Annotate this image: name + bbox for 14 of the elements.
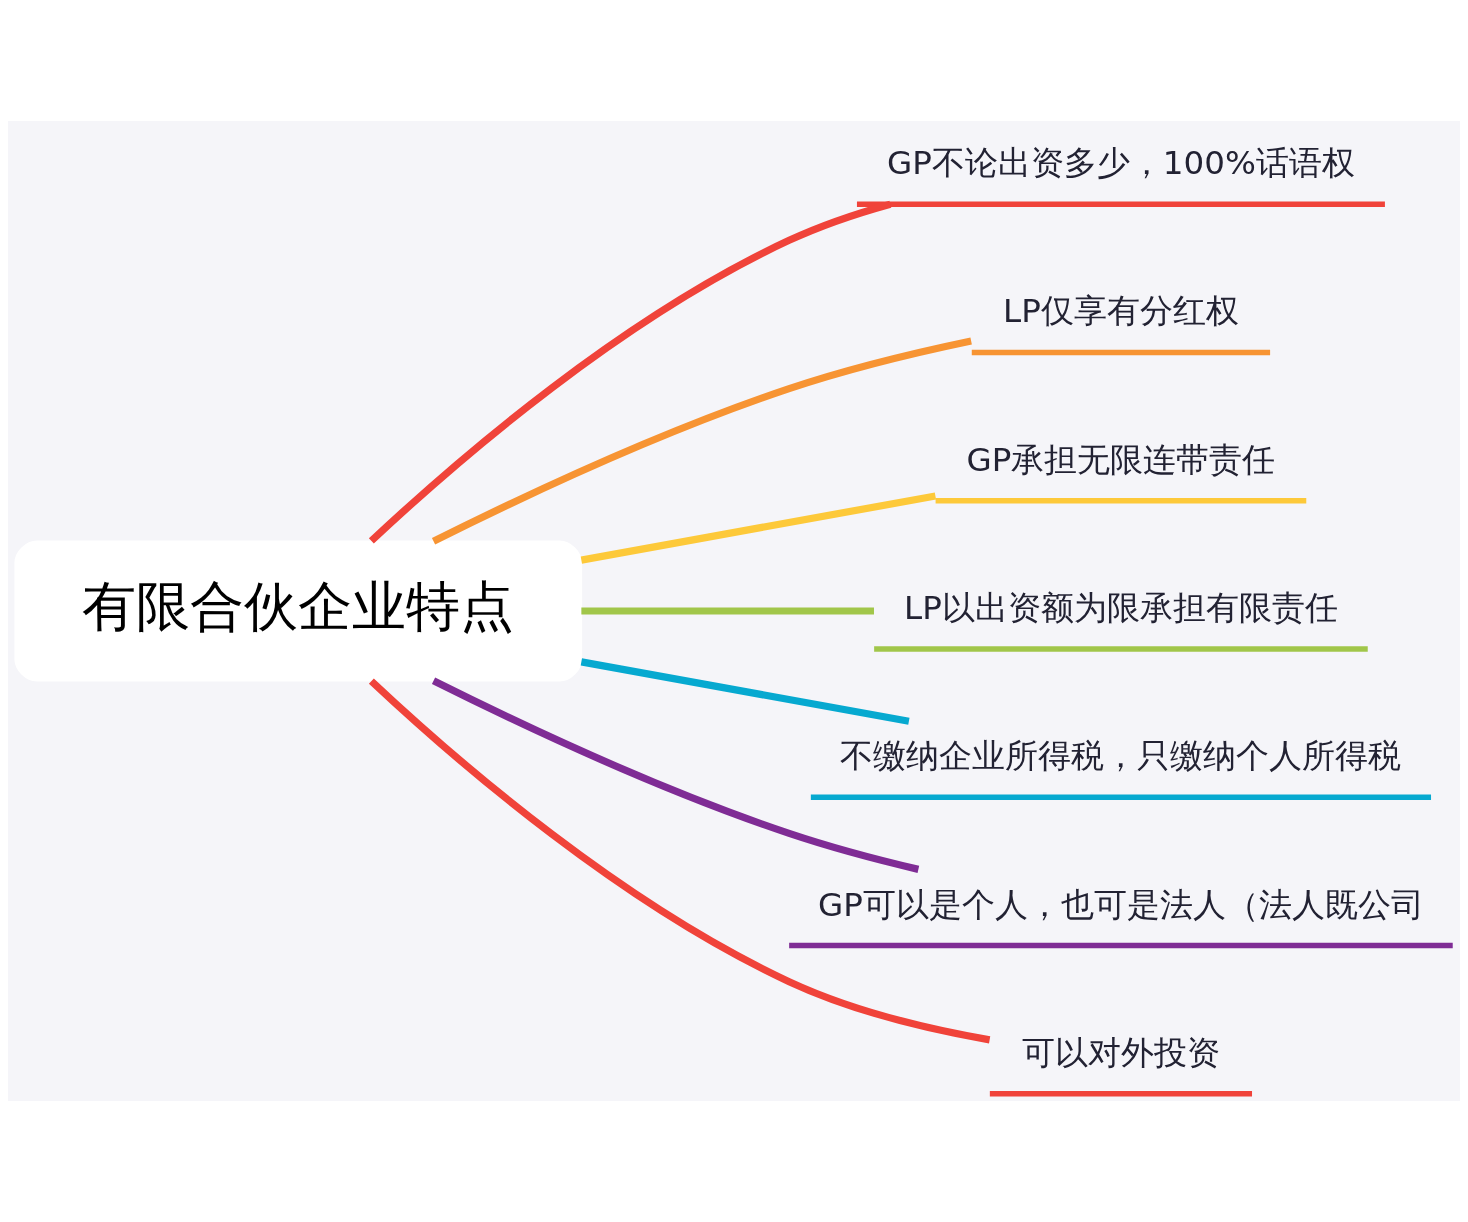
node-box: 有限合伙企业特点 — [14, 540, 583, 682]
connector — [431, 677, 920, 873]
connector — [368, 200, 892, 544]
connector — [580, 492, 937, 564]
node-text: GP承担无限连带责任 — [966, 440, 1276, 479]
node-text: GP不论出资多少，100%话语权 — [887, 144, 1355, 183]
node-text: 不缴纳企业所得税，只缴纳个人所得税 — [840, 737, 1402, 776]
connector — [431, 337, 972, 545]
node-text: 可以对外投资 — [1021, 1033, 1220, 1072]
connector — [368, 678, 991, 1044]
node-text: LP仅享有分红权 — [1003, 292, 1239, 331]
node-text: LP以出资额为限承担有限责任 — [904, 588, 1338, 627]
connector — [580, 658, 910, 725]
node-text: GP可以是个人，也可是法人（法人既公司 — [818, 885, 1424, 924]
